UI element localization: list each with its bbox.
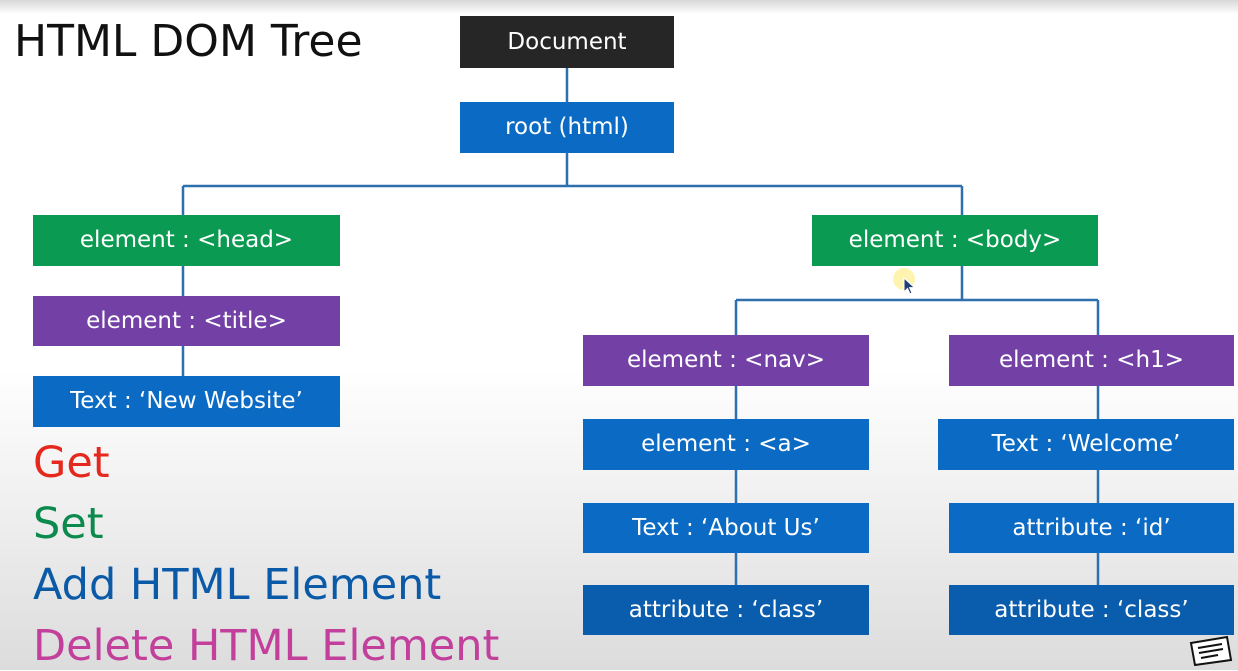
node-h1-attr-class: attribute : ‘class’ xyxy=(949,585,1234,635)
node-body: element : <body> xyxy=(812,215,1098,266)
mouse-pointer-icon xyxy=(903,277,916,295)
operation-delete: Delete HTML Element xyxy=(33,621,500,671)
operation-add: Add HTML Element xyxy=(33,560,442,610)
node-document: Document xyxy=(460,16,674,68)
node-a-attr-class: attribute : ‘class’ xyxy=(583,585,869,635)
node-a-text: Text : ‘About Us’ xyxy=(583,503,869,553)
node-title: element : <title> xyxy=(33,296,340,346)
connector-body-branches xyxy=(734,266,1100,335)
connector-root-branches xyxy=(181,153,964,215)
node-nav: element : <nav> xyxy=(583,335,869,386)
node-h1-attr-id: attribute : ‘id’ xyxy=(949,503,1234,553)
top-shade xyxy=(0,0,1238,14)
node-h1-text: Text : ‘Welcome’ xyxy=(938,419,1234,470)
node-title-text: Text : ‘New Website’ xyxy=(33,376,340,427)
keyboard-tray-icon[interactable] xyxy=(1188,634,1234,666)
node-a: element : <a> xyxy=(583,419,869,470)
node-root-html: root (html) xyxy=(460,102,674,153)
slide-title: HTML DOM Tree xyxy=(14,16,363,67)
operation-get: Get xyxy=(33,438,110,488)
node-head: element : <head> xyxy=(33,215,340,266)
node-h1: element : <h1> xyxy=(949,335,1234,386)
operation-set: Set xyxy=(33,499,104,549)
